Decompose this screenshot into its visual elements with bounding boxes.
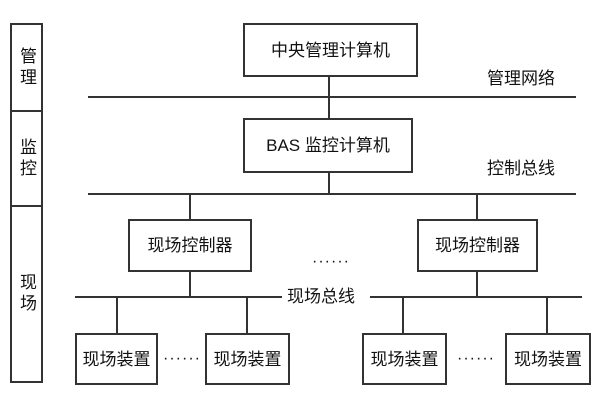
bas-monitoring-computer-node: BAS 监控计算机 — [243, 118, 413, 173]
management-network-label: 管理网络 — [487, 69, 555, 88]
field-controller-left-node: 现场控制器 — [128, 219, 252, 272]
field-device-1-node: 现场装置 — [75, 333, 158, 385]
connector-control-bus-to-right-controller — [476, 195, 478, 219]
connector-field-bus-to-device-4 — [546, 298, 548, 333]
connector-left-controller-to-field-bus — [189, 272, 191, 296]
connector-control-bus-to-left-controller — [189, 195, 191, 219]
devices-right-ellipsis: ······ — [457, 350, 495, 367]
field-bus-line-right-segment — [370, 296, 582, 298]
level-sidebar: 管理 监控 现场 — [10, 23, 43, 383]
control-bus-line — [88, 193, 576, 195]
level-field-label: 现场 — [12, 205, 41, 381]
management-network-bus-line — [88, 96, 576, 98]
devices-left-ellipsis: ······ — [163, 350, 201, 367]
central-management-computer-node: 中央管理计算机 — [243, 23, 418, 77]
field-bus-label: 现场总线 — [287, 287, 355, 306]
level-management-label: 管理 — [17, 46, 36, 89]
controllers-ellipsis: ······ — [312, 253, 350, 270]
connector-field-bus-to-device-2 — [246, 298, 248, 333]
field-device-2-node: 现场装置 — [205, 333, 290, 385]
level-monitoring-label: 监控 — [12, 110, 41, 205]
field-device-4-node: 现场装置 — [505, 333, 591, 385]
connector-bas-to-control-bus — [328, 173, 330, 193]
connector-field-bus-to-device-3 — [402, 298, 404, 333]
connector-field-bus-to-device-1 — [116, 298, 118, 333]
field-device-3-node: 现场装置 — [362, 333, 447, 385]
field-controller-right-node: 现场控制器 — [417, 219, 538, 272]
control-bus-label: 控制总线 — [487, 159, 555, 178]
connector-right-controller-to-field-bus — [476, 272, 478, 296]
connector-central-to-bas — [328, 77, 330, 118]
field-bus-line-left-segment — [75, 296, 282, 298]
